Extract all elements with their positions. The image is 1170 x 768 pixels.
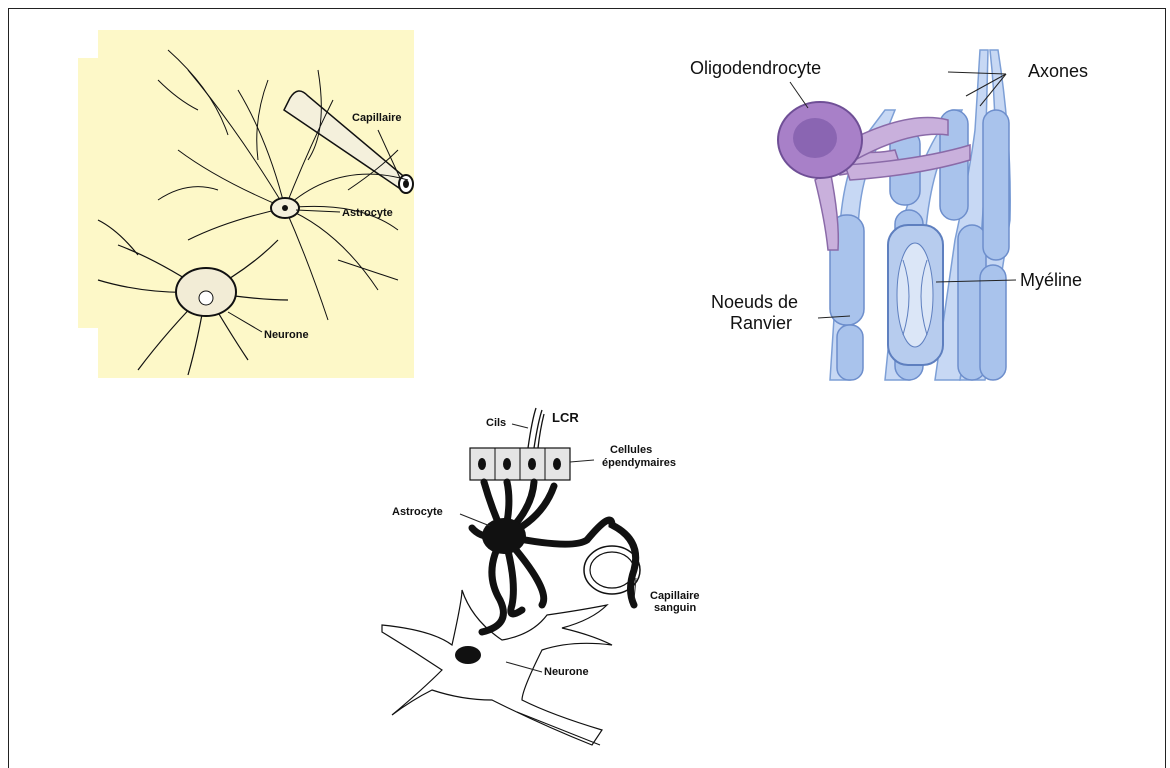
label-oligodendrocyte: Oligodendrocyte [690,58,821,79]
label-capillaire-sanguin-2: sanguin [654,602,696,614]
cut-myelin-sheath [888,225,943,365]
label-astrocyte: Astrocyte [342,207,393,219]
myelination-drawing [690,50,1110,385]
astrocyte-sketch-drawing [78,30,418,380]
neuron-body [176,268,236,316]
neuron-nucleus [455,646,481,664]
ependymal-cell-row [470,448,570,480]
label-capillaire: Capillaire [352,112,402,124]
label-axones: Axones [1028,61,1088,82]
astrocyte-body [271,198,299,218]
myelination-panel: Oligodendrocyte Axones Myéline Noeuds de… [690,50,1110,385]
label-neurone-ependymal: Neurone [544,666,589,678]
label-cellules: Cellules [610,444,652,456]
label-cils: Cils [486,417,506,429]
oligodendrocyte-nucleus [793,118,837,158]
label-neurone: Neurone [264,329,309,341]
label-lcr: LCR [552,410,579,425]
ependymal-drawing [372,400,712,758]
label-myeline: Myéline [1020,270,1082,291]
label-noeuds-de: Noeuds de [711,292,798,313]
astrocyte-sketch-panel: Capillaire Astrocyte Neurone [78,30,418,380]
label-capillaire-sanguin-1: Capillaire [650,590,700,602]
label-ranvier: Ranvier [730,313,792,334]
label-astrocyte-ependymal: Astrocyte [392,506,443,518]
cilia [528,408,544,448]
ependymal-panel: Cils LCR Cellules épendymaires Astrocyte… [372,400,712,758]
astrocyte-black-body [482,518,526,554]
label-ependymaires: épendymaires [602,457,676,469]
